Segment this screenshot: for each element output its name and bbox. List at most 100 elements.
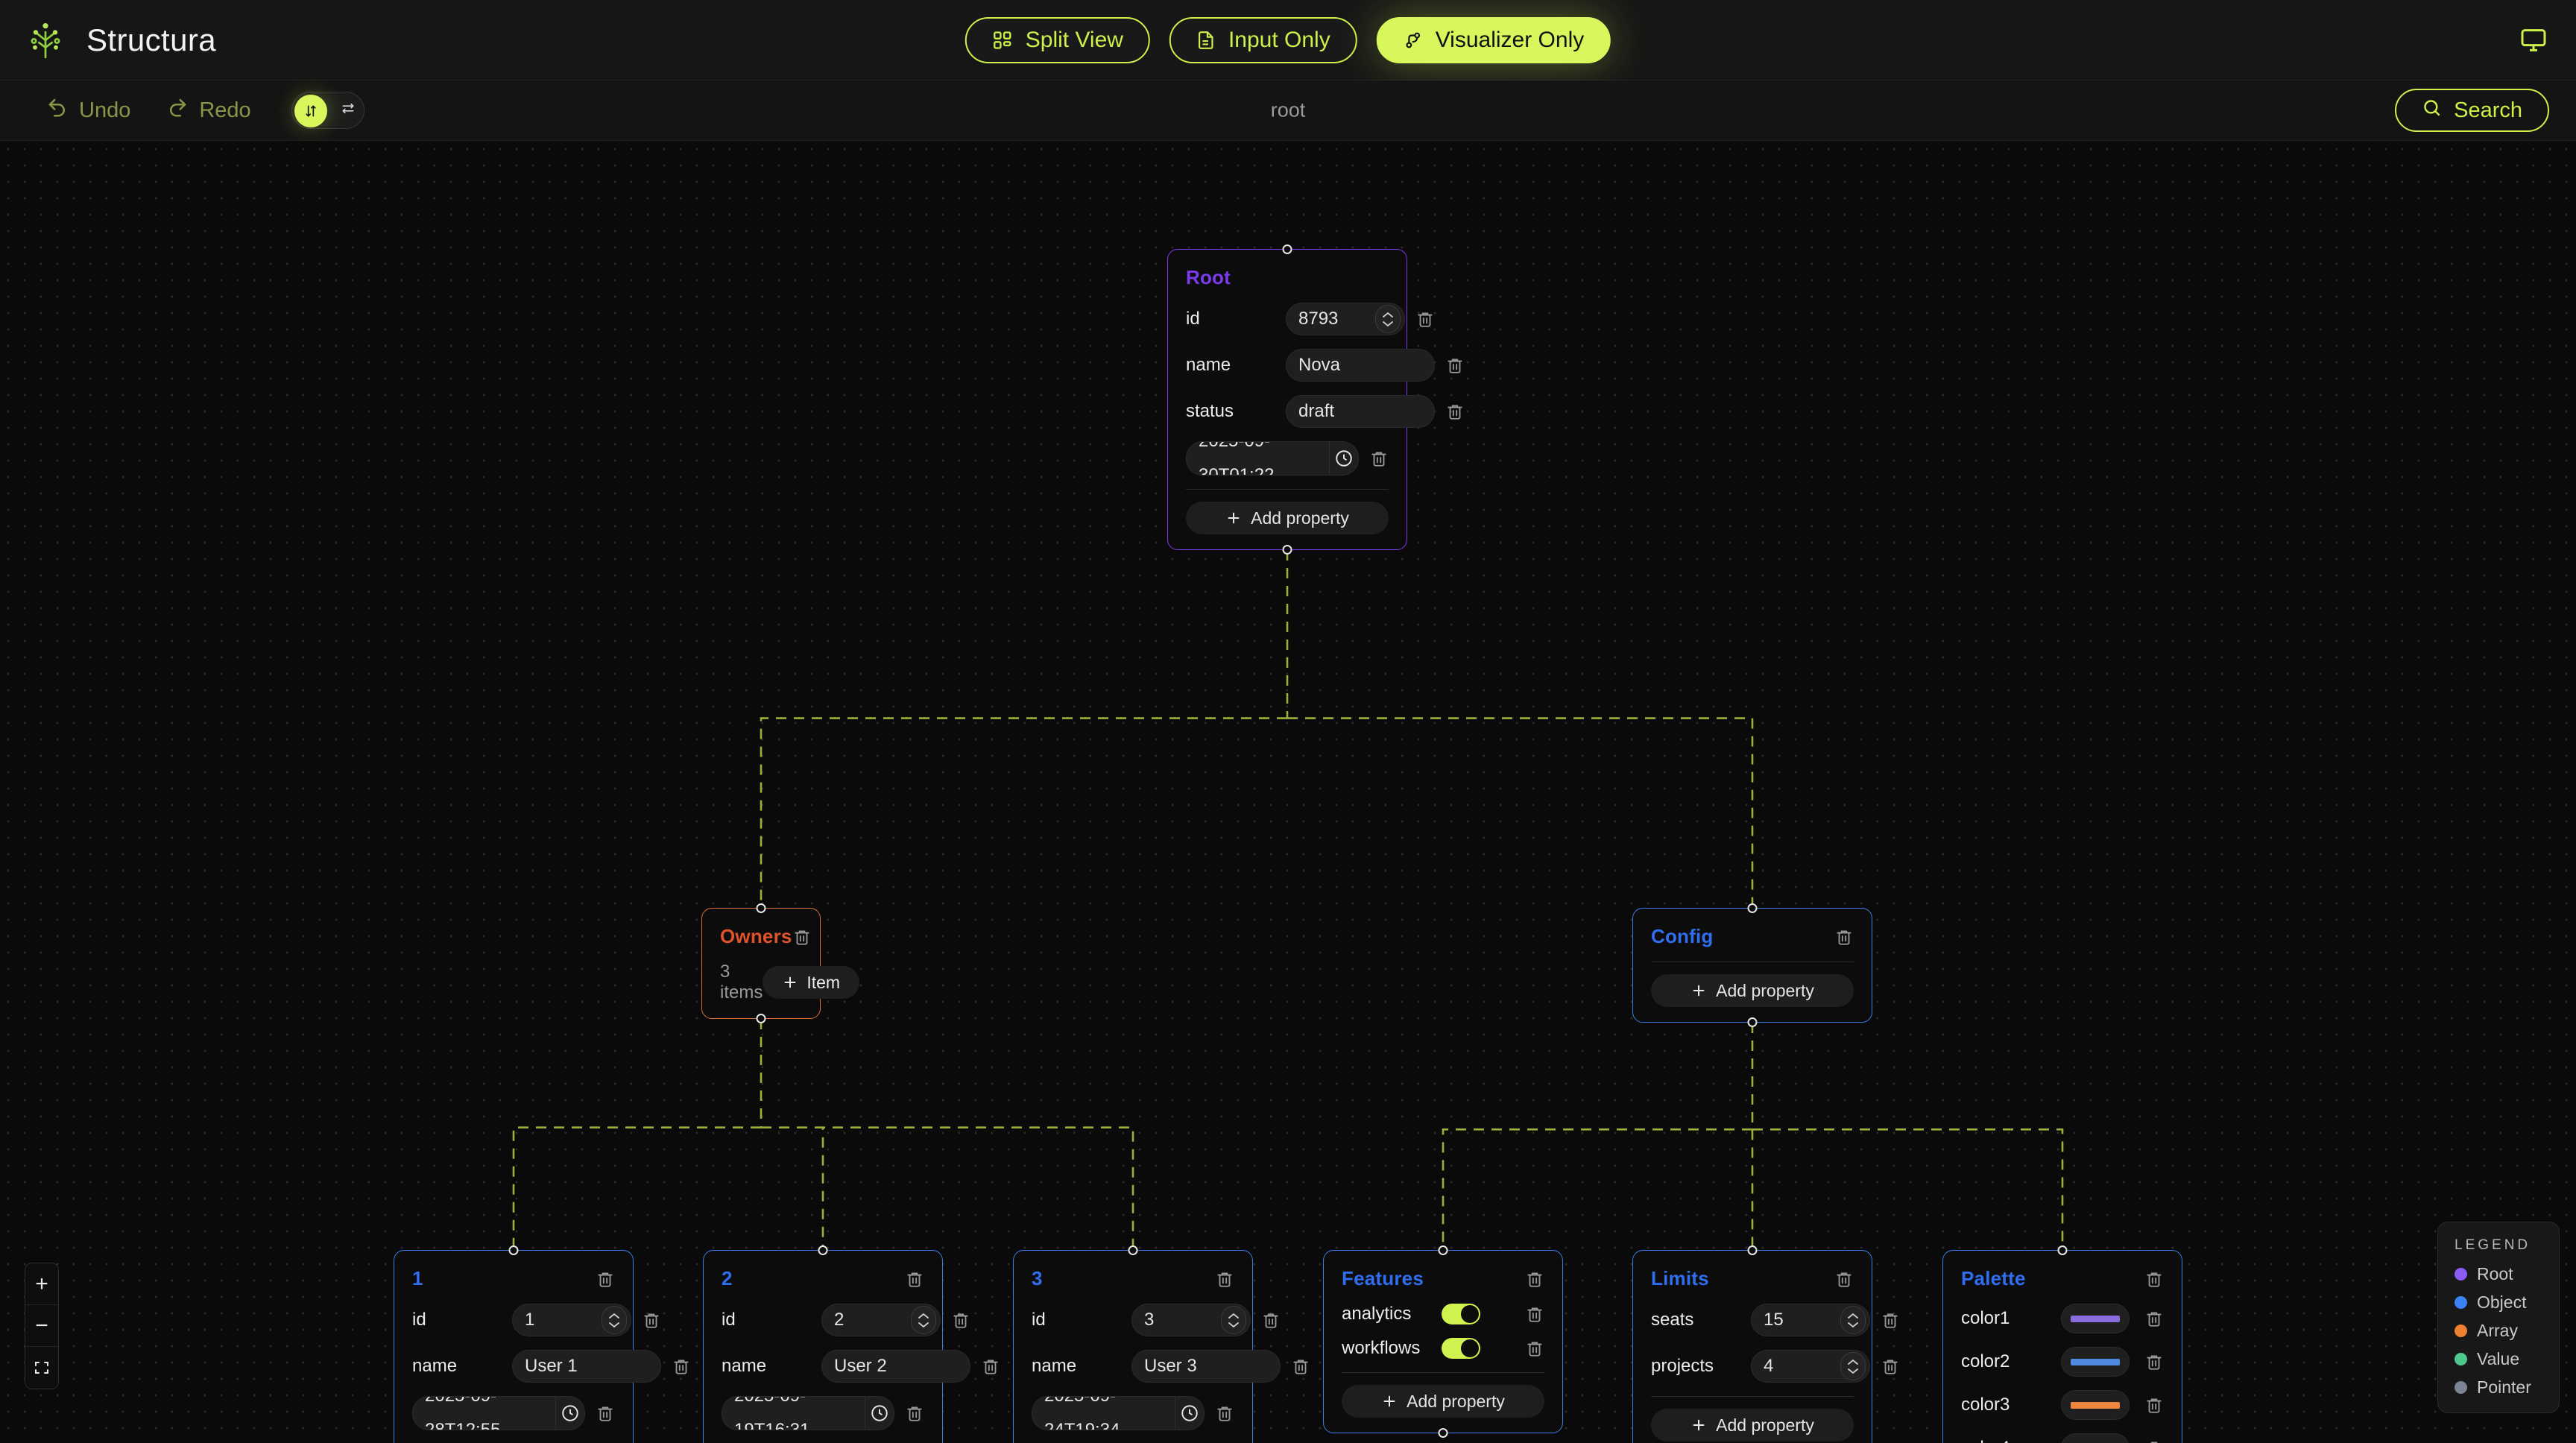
delete-property-button[interactable]	[642, 1310, 661, 1330]
text-input[interactable]: User 2	[821, 1350, 970, 1383]
delete-property-button[interactable]	[672, 1357, 691, 1376]
graph-canvas[interactable]: Rootid8793nameNovastatusdraft2025-09-30T…	[0, 141, 2576, 1443]
delete-property-button[interactable]	[1369, 449, 1389, 468]
number-input[interactable]: 3	[1131, 1304, 1251, 1336]
delete-property-button[interactable]	[596, 1403, 615, 1423]
delete-property-button[interactable]	[1445, 356, 1465, 375]
connector-port-top[interactable]	[2057, 1245, 2068, 1255]
delete-property-button[interactable]	[1881, 1357, 1900, 1376]
number-input[interactable]: 4	[1751, 1350, 1870, 1383]
add-property-button[interactable]: Add property	[1651, 1409, 1854, 1442]
datetime-input[interactable]: 2025-09-19T16:31	[722, 1396, 894, 1430]
node-card-root[interactable]: Rootid8793nameNovastatusdraft2025-09-30T…	[1167, 244, 1462, 555]
delete-property-button[interactable]	[1261, 1310, 1281, 1330]
node-card-palette[interactable]: Palettecolor1color2color3color4Add prope…	[1942, 1245, 2182, 1443]
connector-port-top[interactable]	[756, 903, 766, 913]
delete-node-button[interactable]	[1525, 1269, 1544, 1289]
zoom-in-button[interactable]: +	[25, 1263, 58, 1305]
delete-node-button[interactable]	[792, 927, 812, 947]
clock-icon[interactable]	[555, 1397, 584, 1430]
datetime-input[interactable]: 2025-09-28T12:55	[412, 1396, 585, 1430]
delete-property-button[interactable]	[2144, 1352, 2164, 1371]
delete-property-button[interactable]	[2144, 1309, 2164, 1328]
delete-property-button[interactable]	[981, 1357, 1000, 1376]
delete-property-button[interactable]	[2144, 1395, 2164, 1415]
connector-port-top[interactable]	[1747, 1245, 1758, 1255]
arrows-horizontal-icon[interactable]	[341, 101, 356, 120]
number-stepper[interactable]	[1840, 1306, 1866, 1334]
number-input[interactable]: 15	[1751, 1304, 1870, 1336]
delete-property-button[interactable]	[1215, 1403, 1234, 1423]
add-property-button[interactable]: Add property	[1342, 1385, 1544, 1418]
clock-icon[interactable]	[865, 1397, 894, 1430]
delete-property-button[interactable]	[1445, 402, 1465, 421]
connector-port-top[interactable]	[1128, 1245, 1138, 1255]
delete-node-button[interactable]	[905, 1269, 924, 1289]
fit-screen-icon[interactable]	[25, 1347, 58, 1389]
layout-orientation-toggle[interactable]	[291, 92, 364, 129]
text-input[interactable]: Nova	[1286, 349, 1435, 382]
color-input[interactable]	[2061, 1390, 2130, 1420]
add-property-button[interactable]: Add property	[1651, 974, 1854, 1007]
connector-port-bottom[interactable]	[1282, 545, 1292, 555]
connector-port-top[interactable]	[818, 1245, 828, 1255]
add-property-button[interactable]: Add property	[1186, 502, 1389, 534]
boolean-toggle[interactable]	[1442, 1338, 1480, 1359]
color-input[interactable]	[2061, 1304, 2130, 1333]
clock-icon[interactable]	[1329, 442, 1358, 475]
number-input[interactable]: 8793	[1286, 303, 1405, 335]
connector-port-bottom[interactable]	[1747, 1017, 1758, 1027]
boolean-toggle[interactable]	[1442, 1304, 1480, 1324]
delete-node-button[interactable]	[1215, 1269, 1234, 1289]
number-stepper[interactable]	[911, 1306, 936, 1334]
arrows-vertical-icon[interactable]	[294, 95, 327, 127]
connector-port-top[interactable]	[1747, 903, 1758, 913]
datetime-input[interactable]: 2025-09-30T01:22	[1186, 441, 1359, 476]
zoom-out-button[interactable]: −	[25, 1305, 58, 1347]
text-input[interactable]: draft	[1286, 395, 1435, 428]
delete-property-button[interactable]	[1881, 1310, 1900, 1330]
monitor-icon[interactable]	[2516, 23, 2551, 57]
mode-split-view[interactable]: Split View	[965, 16, 1150, 63]
number-stepper[interactable]	[1840, 1352, 1866, 1380]
clock-icon[interactable]	[1175, 1397, 1204, 1430]
delete-property-button[interactable]	[951, 1310, 970, 1330]
number-input[interactable]: 2	[821, 1304, 941, 1336]
delete-node-button[interactable]	[596, 1269, 615, 1289]
delete-node-button[interactable]	[1834, 1269, 1854, 1289]
connector-port-bottom[interactable]	[1438, 1428, 1448, 1438]
redo-button[interactable]: Redo	[151, 89, 265, 131]
undo-button[interactable]: Undo	[31, 89, 145, 131]
color-input[interactable]	[2061, 1347, 2130, 1377]
delete-property-button[interactable]	[905, 1403, 924, 1423]
text-input[interactable]: User 3	[1131, 1350, 1281, 1383]
connector-port-top[interactable]	[1438, 1245, 1448, 1255]
connector-port-bottom[interactable]	[756, 1014, 766, 1023]
number-stepper[interactable]	[1221, 1306, 1246, 1334]
text-input[interactable]: User 1	[512, 1350, 661, 1383]
datetime-input[interactable]: 2025-09-24T19:34	[1032, 1396, 1205, 1430]
search-button[interactable]: Search	[2395, 89, 2549, 132]
add-item-button[interactable]: Item	[763, 966, 860, 999]
delete-node-button[interactable]	[1834, 927, 1854, 947]
mode-input-only[interactable]: Input Only	[1169, 16, 1357, 63]
delete-property-button[interactable]	[1291, 1357, 1310, 1376]
delete-node-button[interactable]	[2144, 1269, 2164, 1289]
delete-property-button[interactable]	[2144, 1439, 2164, 1443]
number-stepper[interactable]	[1375, 305, 1401, 333]
color-input[interactable]	[2061, 1433, 2130, 1443]
delete-property-button[interactable]	[1525, 1339, 1544, 1358]
mode-visualizer-only[interactable]: Visualizer Only	[1376, 16, 1611, 63]
connector-port-top[interactable]	[508, 1245, 519, 1255]
number-stepper[interactable]	[602, 1306, 627, 1334]
delete-property-button[interactable]	[1525, 1304, 1544, 1324]
delete-property-button[interactable]	[1415, 309, 1435, 329]
connector-port-top[interactable]	[1282, 244, 1292, 254]
